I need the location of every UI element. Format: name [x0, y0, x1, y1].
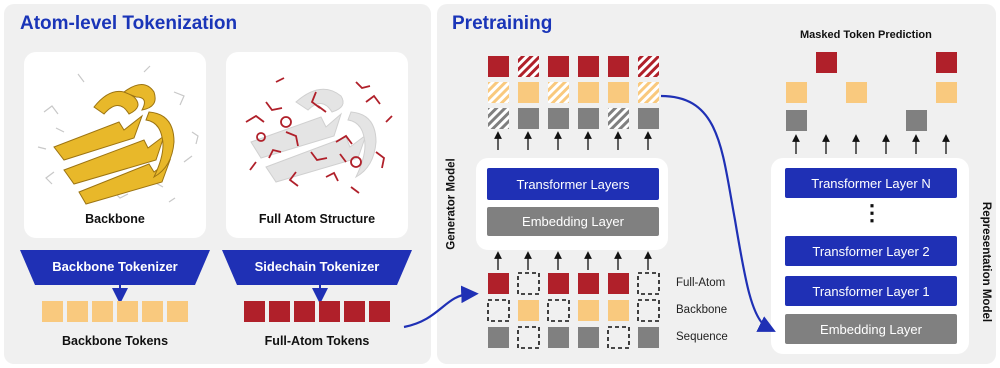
prediction-token: [846, 82, 867, 103]
generator-output-token: [608, 108, 629, 129]
generator-input-token: [548, 327, 569, 348]
generator-embedding-layer: Embedding Layer: [487, 207, 659, 236]
generator-input-masked-token: [517, 326, 540, 349]
transformer-layer-1: Transformer Layer 1: [785, 276, 957, 306]
generator-output-token: [638, 82, 659, 103]
prediction-token: [936, 82, 957, 103]
backbone-token: [42, 301, 63, 322]
generator-output-token: [578, 108, 599, 129]
sidechain-tokenizer-label: Sidechain Tokenizer: [254, 259, 380, 274]
generator-output-token: [488, 56, 509, 77]
fullatom-protein-image: [245, 77, 393, 194]
generator-input-token: [578, 273, 599, 294]
prediction-token: [906, 110, 927, 131]
generator-input-masked-token: [487, 299, 510, 322]
generator-input-token: [578, 327, 599, 348]
backbone-token: [92, 301, 113, 322]
row-label-fullatom: Full-Atom: [676, 277, 726, 289]
generator-input-token: [578, 300, 599, 321]
generator-output-token: [518, 108, 539, 129]
layers-ellipsis: ⋮: [861, 200, 883, 225]
backbone-tokens-caption: Backbone Tokens: [61, 334, 169, 348]
generator-input-masked-token: [607, 326, 630, 349]
row-label-backbone: Backbone: [676, 304, 728, 316]
prediction-token: [786, 82, 807, 103]
generator-input-token: [638, 327, 659, 348]
pretraining-title: Pretraining: [452, 13, 553, 34]
generator-output-token: [638, 108, 659, 129]
tokens-to-generator-arrow: [403, 285, 479, 329]
generator-output-token: [518, 56, 539, 77]
backbone-token: [167, 301, 188, 322]
fullatom-token: [369, 301, 390, 322]
fullatom-token: [294, 301, 315, 322]
generator-output-token: [488, 108, 509, 129]
generator-output-token: [548, 56, 569, 77]
generator-input-masked-token: [637, 299, 660, 322]
generator-input-masked-token: [637, 272, 660, 295]
backbone-protein-image: [37, 65, 199, 205]
generator-input-token: [548, 273, 569, 294]
generator-input-masked-token: [517, 272, 540, 295]
generator-output-token: [488, 82, 509, 103]
backbone-tokenizer-shape: [20, 250, 210, 285]
generator-output-token: [608, 82, 629, 103]
generator-input-token: [488, 273, 509, 294]
tokenization-title: Atom-level Tokenization: [20, 13, 238, 34]
transformer-layer-2: Transformer Layer 2: [785, 236, 957, 266]
backbone-token: [117, 301, 138, 322]
generator-to-representation-arrow: [660, 94, 776, 332]
generator-input-token: [608, 273, 629, 294]
prediction-token: [786, 110, 807, 131]
generator-input-token: [608, 300, 629, 321]
backbone-token: [67, 301, 88, 322]
prediction-token: [936, 52, 957, 73]
masked-token-prediction-label: Masked Token Prediction: [800, 29, 932, 41]
generator-output-token: [578, 56, 599, 77]
prediction-token: [816, 52, 837, 73]
generator-transformer-layers: Transformer Layers: [487, 168, 659, 200]
representation-embedding-layer: Embedding Layer: [785, 314, 957, 344]
generator-output-token: [638, 56, 659, 77]
generator-input-masked-token: [547, 299, 570, 322]
fullatom-token: [269, 301, 290, 322]
fullatom-tokens-caption: Full-Atom Tokens: [264, 334, 370, 348]
row-label-sequence: Sequence: [676, 331, 728, 343]
generator-output-token: [578, 82, 599, 103]
backbone-token: [142, 301, 163, 322]
backbone-caption: Backbone: [85, 212, 145, 226]
tokenizer-arrows: [112, 285, 328, 304]
transformer-layer-n: Transformer Layer N: [785, 168, 957, 198]
generator-output-token: [518, 82, 539, 103]
sidechain-tokenizer-shape: [222, 250, 412, 285]
generator-output-token: [608, 56, 629, 77]
backbone-card: [24, 52, 206, 238]
generator-output-token: [548, 108, 569, 129]
generator-input-token: [488, 327, 509, 348]
backbone-tokenizer-label: Backbone Tokenizer: [52, 259, 178, 274]
fullatom-token: [244, 301, 265, 322]
fullatom-token: [344, 301, 365, 322]
generator-output-token: [548, 82, 569, 103]
generator-input-token: [518, 300, 539, 321]
fullatom-caption: Full Atom Structure: [258, 212, 376, 226]
fullatom-token: [319, 301, 340, 322]
